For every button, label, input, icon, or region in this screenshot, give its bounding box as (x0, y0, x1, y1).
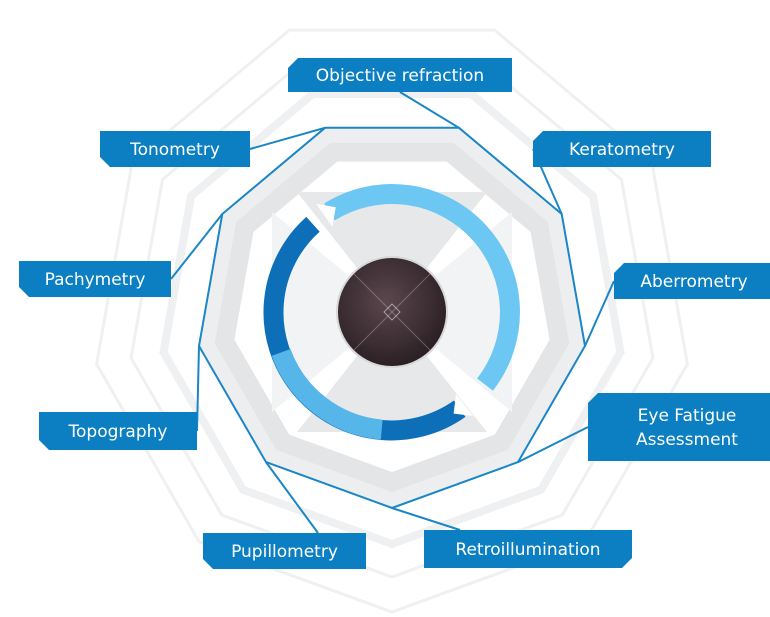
connector-pupillometry (265, 461, 319, 534)
label-keratometry: Keratometry (533, 131, 711, 167)
shade-top (297, 192, 487, 312)
label-box (533, 131, 711, 167)
arrowhead (316, 203, 336, 227)
label-box (424, 530, 632, 568)
label-text: Keratometry (569, 140, 675, 160)
label-text: Objective refraction (316, 66, 484, 86)
label-objective-refraction: Objective refraction (288, 58, 512, 92)
label-aberrometry: Aberrometry (614, 263, 770, 299)
connector-topography (196, 345, 200, 432)
eye-line (353, 273, 431, 351)
arrowhead (453, 393, 474, 417)
label-text: Pupillometry (231, 542, 338, 562)
connector-lines (170, 91, 615, 534)
background-ring (159, 90, 625, 549)
connector-objective-refraction (399, 91, 460, 129)
label-text: Assessment (636, 430, 738, 450)
label-pupillometry: Pupillometry (203, 533, 366, 569)
eye-icon (336, 256, 448, 368)
label-box (614, 263, 770, 299)
label-box (19, 261, 171, 297)
shade-left (272, 212, 392, 412)
label-text: Retroillumination (455, 540, 600, 560)
cycle-ring (263, 184, 520, 441)
label-text: Eye Fatigue (638, 406, 737, 426)
eye-pupil-diamond (383, 303, 401, 321)
label-text: Topography (68, 422, 168, 442)
label-pachymetry: Pachymetry (19, 261, 171, 297)
label-box (288, 58, 512, 92)
octagon-outline (197, 126, 587, 510)
ring-arc-light (324, 184, 520, 391)
label-boxes: Objective refractionKeratometryAberromet… (19, 58, 770, 569)
connector-pachymetry (170, 213, 224, 280)
label-box (203, 533, 366, 569)
label-text: Tonometry (129, 140, 220, 160)
connector-retroillumination (391, 507, 461, 531)
label-topography: Topography (39, 412, 197, 450)
connector-aberrometry (584, 280, 615, 347)
ring-arc-bottom (271, 348, 383, 440)
connector-eye-fatigue-assessment (517, 426, 589, 463)
label-box (100, 131, 250, 167)
label-tonometry: Tonometry (100, 131, 250, 167)
eye-line (353, 273, 431, 351)
label-box (588, 393, 770, 461)
label-retroillumination: Retroillumination (424, 530, 632, 568)
connector-tonometry (249, 126, 326, 150)
eye-iris (336, 256, 448, 368)
label-text: Aberrometry (640, 272, 747, 292)
shade-right (392, 212, 512, 412)
label-box (39, 412, 197, 450)
shade-bottom (297, 312, 487, 432)
label-text: Pachymetry (45, 270, 146, 290)
